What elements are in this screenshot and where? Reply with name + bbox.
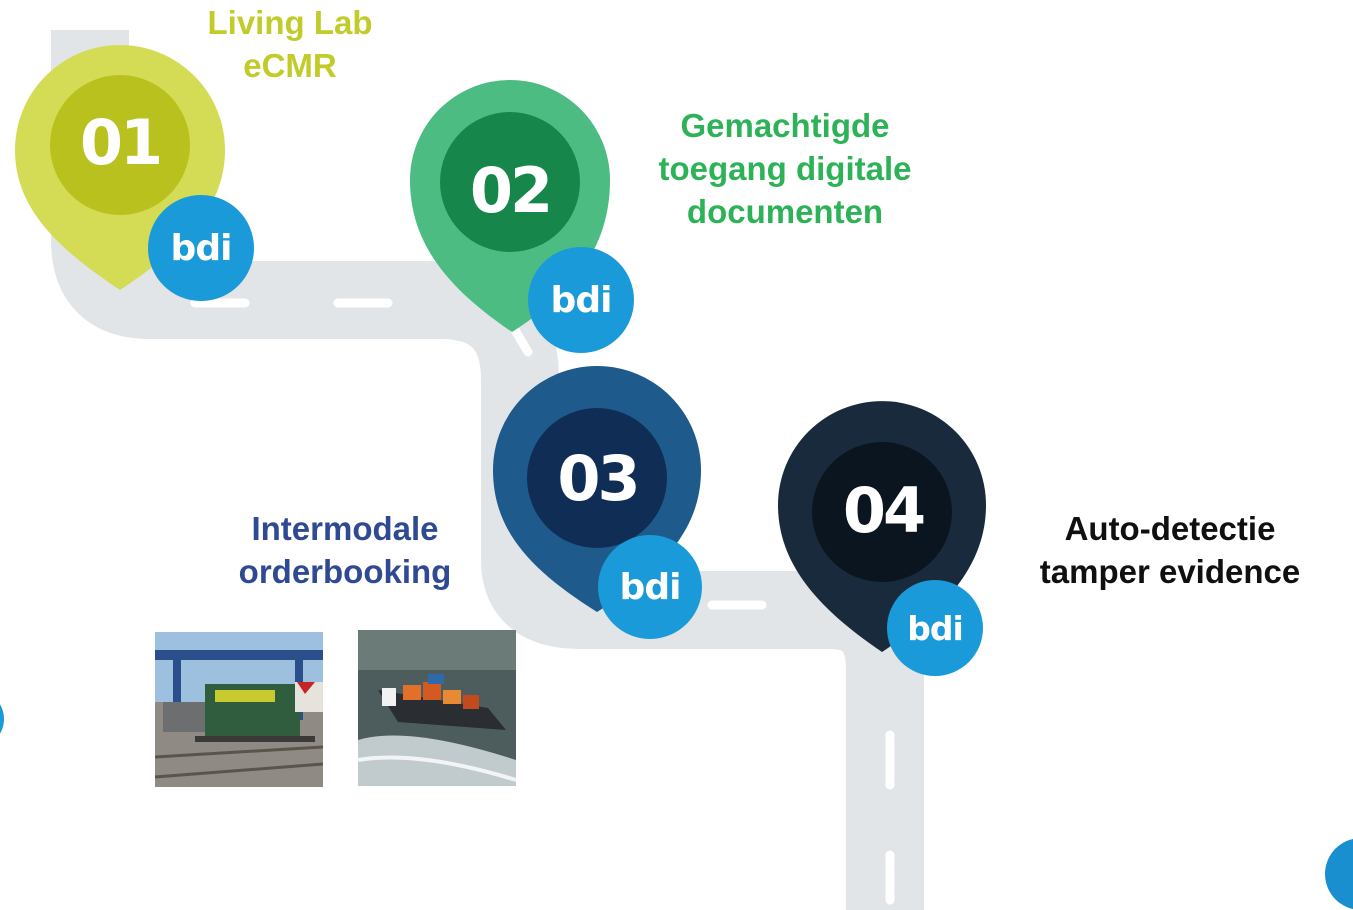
bdi-badge-03: bdi (598, 535, 702, 639)
step-title-01-line-1: Living Lab (207, 4, 373, 41)
step-title-03-line-2: orderbooking (238, 552, 452, 590)
step-title-02-line-1: Gemachtigde (680, 107, 890, 144)
step-title-01-line-2: eCMR (243, 46, 337, 84)
bdi-badge-04: bdi (887, 580, 983, 676)
step-title-04: Auto-detectie tamper evidence (990, 508, 1350, 594)
step-number-03: 03 (557, 442, 640, 515)
step-title-04-line-2: tamper evidence (1039, 552, 1301, 590)
step-title-02-line-2: toegang digitale (658, 149, 912, 187)
step-title-04-line-1: Auto-detectie (1064, 510, 1276, 547)
step-title-02-line-3: documenten (686, 192, 884, 230)
train-photo (155, 632, 323, 787)
barge-photo (358, 630, 516, 786)
step-number-04: 04 (842, 474, 926, 547)
step-title-02: Gemachtigde toegang digitale documenten (600, 105, 970, 234)
step-title-03: Intermodale orderbooking (180, 508, 510, 594)
step-title-01: Living Lab eCMR (175, 2, 405, 88)
step-title-03-line-1: Intermodale (251, 510, 439, 547)
bdi-badge-01: bdi (148, 195, 254, 301)
step-number-01: 01 (79, 106, 163, 179)
bdi-badge-02: bdi (528, 247, 634, 353)
road-markings (190, 298, 895, 905)
step-number-02: 02 (469, 154, 553, 227)
